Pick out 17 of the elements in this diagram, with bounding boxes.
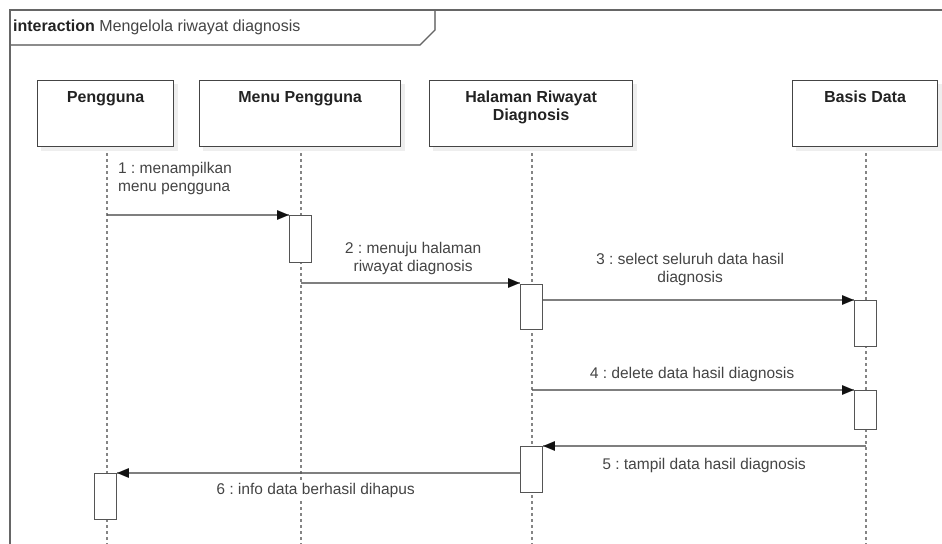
message-arrow	[543, 295, 854, 305]
message-arrow	[117, 468, 520, 478]
message-arrow	[532, 385, 854, 395]
activation-bar	[520, 284, 543, 330]
participant-name: Basis Data	[824, 89, 906, 107]
activation-bar	[94, 473, 117, 520]
frame-title: interaction Mengelola riwayat diagnosis	[13, 18, 300, 36]
participant-name: Pengguna	[66, 89, 144, 107]
participant-name: Halaman Riwayat Diagnosis	[464, 89, 598, 125]
activation-bar	[289, 215, 312, 263]
participant-name: Menu Pengguna	[238, 89, 362, 107]
message-arrow	[107, 210, 289, 220]
message-arrow	[543, 441, 866, 451]
activation-bar	[854, 390, 877, 430]
activation-bar	[854, 300, 877, 347]
message-arrow	[301, 278, 520, 288]
activation-bar	[520, 446, 543, 493]
